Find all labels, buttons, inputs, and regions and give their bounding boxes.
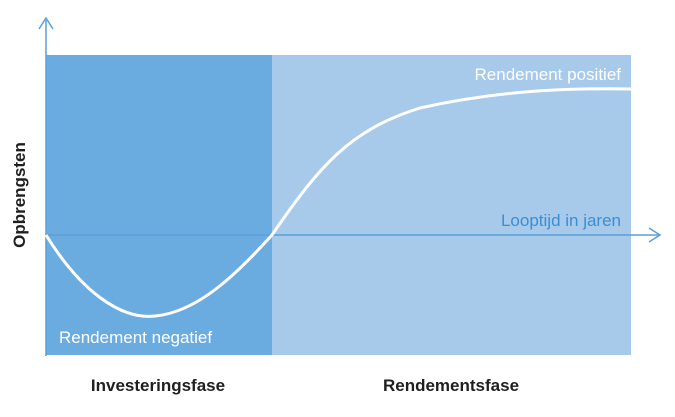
negative-return-label: Rendement negatief (59, 328, 212, 347)
return-phase-label: Rendementsfase (383, 376, 519, 395)
positive-return-label: Rendement positief (475, 65, 622, 84)
x-axis-arrow-icon (648, 227, 662, 243)
investment-phase-area (46, 55, 272, 355)
return-phase-area (272, 55, 631, 355)
return-curve (44, 87, 632, 318)
x-axis-label: Looptijd in jaren (501, 211, 621, 230)
y-axis-arrow-icon (38, 16, 54, 30)
y-axis-label: Opbrengsten (10, 142, 29, 248)
investment-phase-label: Investeringsfase (91, 376, 225, 395)
